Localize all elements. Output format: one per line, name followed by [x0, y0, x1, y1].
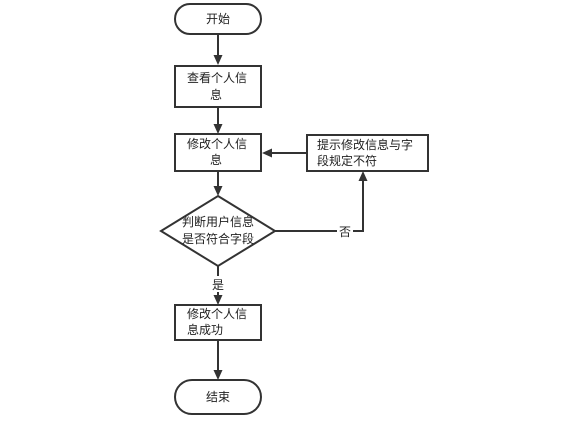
arrow-view-to-edit: [213, 107, 223, 134]
success-label-line1: 修改个人信: [187, 306, 247, 321]
arrow-check-to-prompt: 否: [275, 171, 368, 239]
edit-info-label-line2: 息: [210, 152, 222, 167]
arrow-prompt-to-edit: [262, 148, 307, 158]
success-node: 修改个人信 息成功: [174, 304, 262, 341]
arrow-edit-to-check: [213, 171, 223, 196]
view-info-label-line1: 查看个人信: [187, 71, 247, 85]
edit-info-label-line1: 修改个人信: [187, 136, 247, 151]
check-label-line2: 是否符合字段: [182, 231, 254, 246]
arrow-success-to-end: [213, 340, 223, 380]
view-info-node: 查看个人信 息: [174, 65, 262, 108]
edit-info-node: 修改个人信 息: [174, 133, 262, 172]
end-label: 结束: [206, 390, 230, 404]
no-label: 否: [339, 225, 351, 239]
view-info-label-line2: 息: [210, 87, 222, 102]
arrow-check-to-success: 是: [210, 266, 226, 305]
prompt-label-line2: 段规定不符: [317, 153, 377, 168]
start-node: 开始: [174, 3, 262, 35]
yes-label: 是: [212, 278, 224, 292]
arrow-start-to-view: [213, 34, 223, 65]
prompt-label-line1: 提示修改信息与字: [317, 137, 413, 152]
start-label: 开始: [206, 12, 230, 26]
check-decision-node: 判断用户信息 是否符合字段: [159, 194, 277, 268]
end-node: 结束: [174, 379, 262, 415]
check-label-line1: 判断用户信息: [182, 214, 254, 229]
prompt-node: 提示修改信息与字 段规定不符: [306, 134, 429, 172]
success-label-line2: 息成功: [187, 322, 223, 337]
